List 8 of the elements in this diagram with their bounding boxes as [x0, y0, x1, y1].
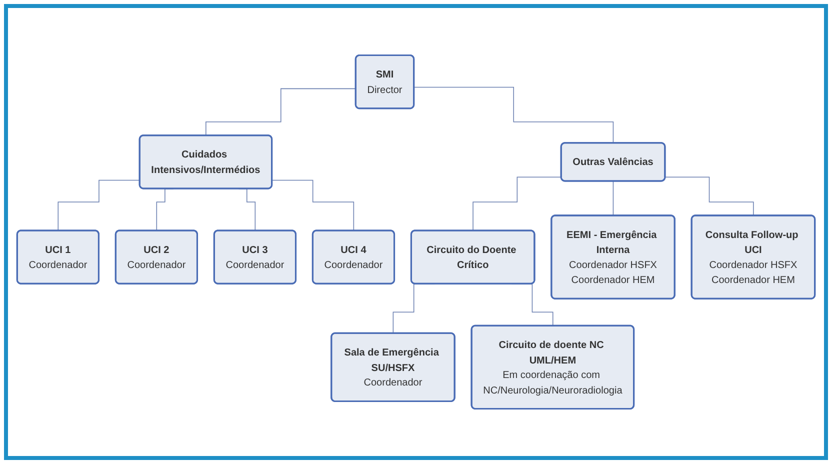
frame-border: SMI Director Cuidados Intensivos/Intermédios Outras Valências UCI 1 Coordenador UCI 2 Coordenador UCI 3 Coordenador UCI 4 Coordenador Circuito do Doente Crítico EEMI - Emergência Interna Coordenador HSFX Coordenador HEM Consulta Follow-up UCI Coordenador HSFX Coordenador HEM Sala de Emergência SU/HSFX Coordenador Circuito de doente NC UML/HEM Em coordenação com NC/Neurologia/Neuroradiologia: [4, 4, 828, 460]
connector: [206, 88, 356, 136]
connector: [664, 176, 754, 216]
connector: [612, 180, 614, 216]
connector: [414, 86, 614, 144]
connector: [58, 180, 140, 232]
connector: [272, 180, 354, 232]
connector: [472, 176, 562, 232]
